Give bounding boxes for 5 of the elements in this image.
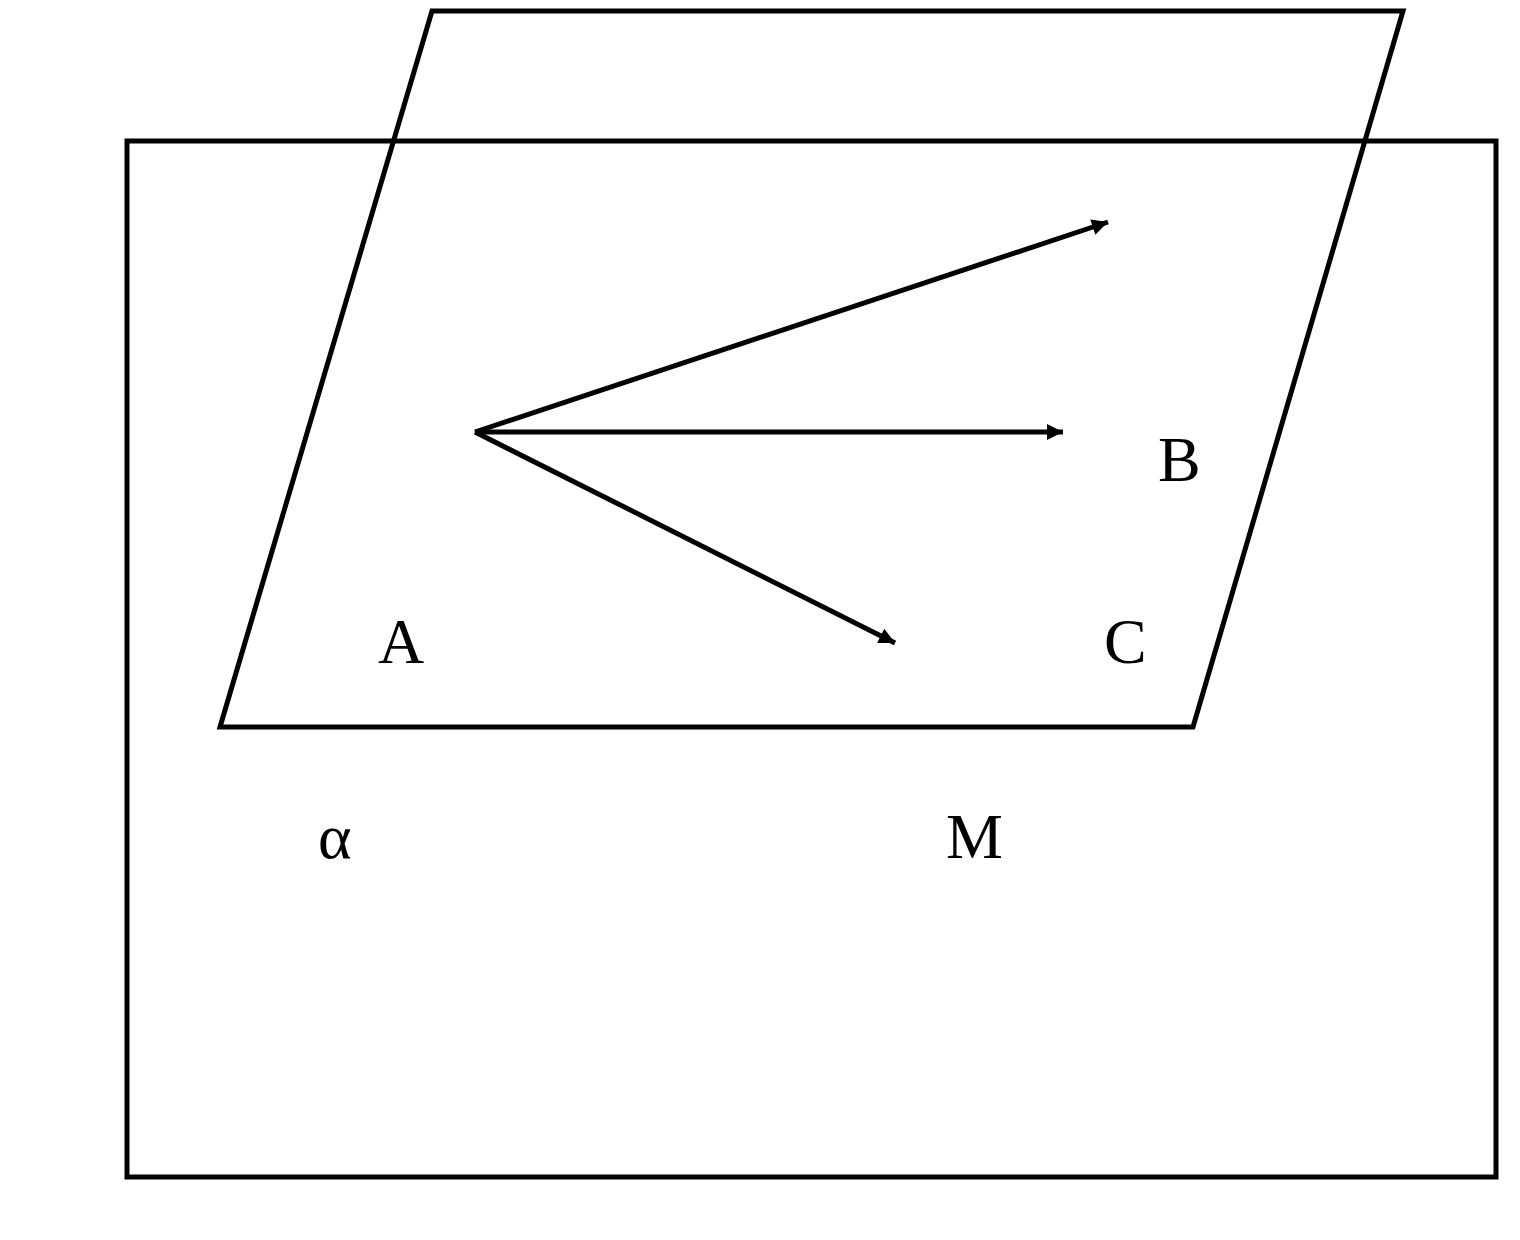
point-label: C bbox=[1104, 610, 1147, 674]
plane-label: α bbox=[318, 805, 352, 869]
point-label: A bbox=[378, 610, 425, 674]
point-label: B bbox=[1158, 428, 1201, 492]
plane-label: M bbox=[946, 805, 1003, 869]
